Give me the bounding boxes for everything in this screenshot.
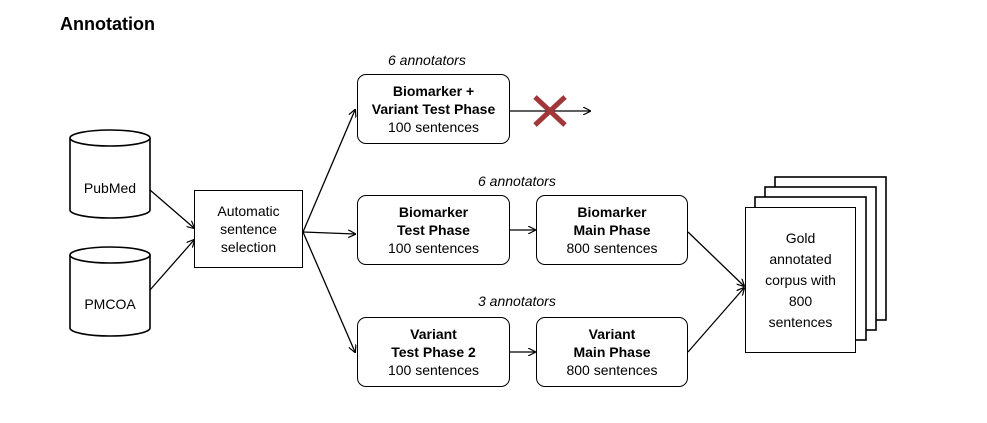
arrow-biomarker-main-to-corpus <box>687 231 744 286</box>
biomarker-test-line-2: Test Phase <box>397 222 470 238</box>
corpus-line-3: corpus with <box>765 271 836 288</box>
variant-test-line-1: Variant <box>410 326 457 342</box>
biomarker-main-line-1: Biomarker <box>577 204 647 220</box>
variant-test-count: 100 sentences <box>387 362 480 378</box>
top-annotators-label: 6 annotators <box>388 52 466 68</box>
middle-annotators-label: 6 annotators <box>478 173 556 189</box>
top-line-1: Biomarker + <box>392 83 475 99</box>
arrow-pubmed-to-selection <box>149 189 194 228</box>
biomarker-main-line-2: Main Phase <box>573 222 651 238</box>
arrow-to-biomarker-test <box>302 232 355 234</box>
cross-icon <box>533 95 567 127</box>
pmcoa-label: PMCOA <box>84 296 136 312</box>
bottom-annotators-label: 3 annotators <box>478 293 556 309</box>
arrow-to-variant-test <box>302 231 355 352</box>
variant-main-count: 800 sentences <box>566 362 658 378</box>
corpus-line-2: annotated <box>769 250 832 267</box>
arrow-to-top-test <box>302 110 355 233</box>
corpus-line-1: Gold <box>785 229 816 246</box>
variant-main-line-2: Main Phase <box>573 344 651 360</box>
automatic-selection-box: Automatic sentence selection <box>194 190 303 268</box>
variant-main-line-1: Variant <box>588 326 636 342</box>
pubmed-label: PubMed <box>83 180 137 196</box>
top-count: 100 sentences <box>387 119 480 135</box>
arrow-variant-main-to-corpus <box>687 288 744 353</box>
biomarker-test-count: 100 sentences <box>387 240 480 256</box>
selection-line-2: sentence <box>220 221 277 237</box>
selection-line-1: Automatic <box>217 203 280 219</box>
corpus-line-5: sentences <box>768 313 833 330</box>
biomarker-variant-test-phase-box: Biomarker + Variant Test Phase 100 sente… <box>357 74 510 144</box>
pmcoa-database-icon <box>69 246 151 337</box>
biomarker-test-phase-box: Biomarker Test Phase 100 sentences <box>357 195 510 265</box>
biomarker-main-phase-box: Biomarker Main Phase 800 sentences <box>536 195 688 265</box>
gold-corpus-box: Gold annotated corpus with 800 sentences <box>745 207 856 353</box>
arrow-pmcoa-to-selection <box>149 240 194 291</box>
variant-test-phase-2-box: Variant Test Phase 2 100 sentences <box>357 317 510 387</box>
biomarker-test-line-1: Biomarker <box>398 204 469 220</box>
diagram-title: Annotation <box>60 14 155 34</box>
biomarker-main-count: 800 sentences <box>566 240 658 256</box>
variant-main-phase-box: Variant Main Phase 800 sentences <box>536 317 688 387</box>
top-line-2: Variant Test Phase <box>371 101 496 117</box>
corpus-line-4: 800 <box>788 292 813 309</box>
variant-test-line-2: Test Phase 2 <box>391 344 476 360</box>
pubmed-database-icon <box>69 129 151 219</box>
selection-line-3: selection <box>220 239 277 255</box>
